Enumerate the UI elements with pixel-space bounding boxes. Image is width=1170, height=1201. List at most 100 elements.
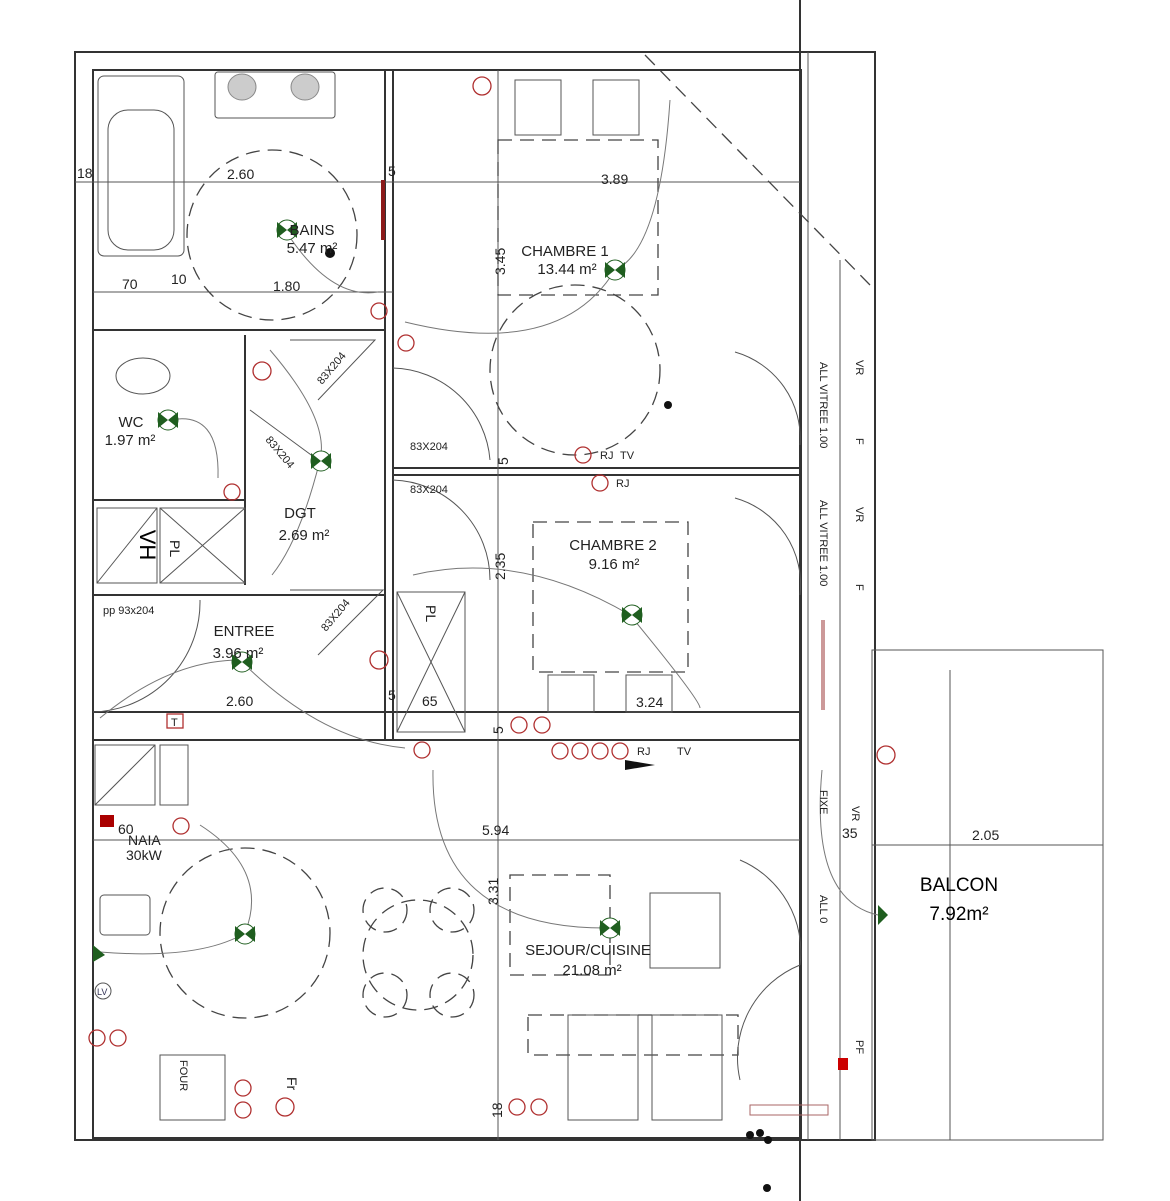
svg-text:3.89: 3.89: [601, 171, 628, 187]
svg-text:VR: VR: [853, 507, 865, 522]
svg-text:VR: VR: [853, 360, 865, 375]
light-icon: [310, 450, 332, 472]
room-name-sejour: SEJOUR/CUISINE: [525, 942, 651, 959]
svg-text:F: F: [853, 584, 865, 591]
fixtures: [94, 71, 829, 1121]
socket-icon: [510, 716, 528, 734]
svg-text:2.35: 2.35: [492, 553, 508, 580]
socket-icon: [591, 474, 609, 492]
svg-text:F: F: [853, 438, 865, 445]
svg-text:PL: PL: [423, 605, 439, 622]
svg-text:83X204: 83X204: [410, 441, 448, 453]
svg-text:RJ: RJ: [616, 478, 629, 490]
socket-icon: [591, 742, 609, 760]
svg-text:T: T: [171, 717, 178, 729]
svg-text:5.94: 5.94: [482, 822, 509, 838]
room-area-bains: 5.47 m²: [287, 240, 338, 257]
room-area-chambre2: 9.16 m²: [589, 556, 640, 573]
light-icon: [234, 923, 256, 945]
socket-icon: [611, 742, 629, 760]
room-area-wc: 1.97 m²: [105, 432, 156, 449]
socket-icon: [234, 1101, 252, 1119]
light-icon: [621, 604, 643, 626]
svg-text:5: 5: [388, 687, 396, 703]
annotations: VH PL PL ALL VITREE 1.00 ALL VITREE 1.00…: [94, 360, 865, 1091]
light-icon: [276, 219, 298, 241]
sink: [214, 71, 336, 119]
svg-text:5: 5: [388, 163, 396, 179]
svg-text:5: 5: [495, 457, 511, 465]
svg-text:10: 10: [171, 271, 187, 287]
svg-text:3.45: 3.45: [492, 248, 508, 275]
svg-text:PF: PF: [853, 1040, 865, 1054]
room-name-bains: BAINS: [289, 222, 334, 239]
svg-text:LV: LV: [97, 987, 107, 997]
svg-text:RJ: RJ: [637, 746, 650, 758]
svg-text:3.24: 3.24: [636, 694, 663, 710]
doors: [92, 54, 871, 1081]
svg-text:pp 93x204: pp 93x204: [103, 605, 154, 617]
socket-icon: [876, 745, 896, 765]
socket-icon: [172, 817, 190, 835]
svg-text:TV: TV: [677, 746, 692, 758]
svg-text:30kW: 30kW: [126, 847, 163, 863]
svg-text:Fr: Fr: [284, 1077, 300, 1091]
socket-icon: [533, 716, 551, 734]
electrical-panel-icon: [838, 1058, 848, 1070]
socket-icon: [234, 1079, 252, 1097]
thermostat-icon: [166, 713, 184, 729]
room-area-sejour: 21.08 m²: [562, 962, 621, 979]
svg-text:18: 18: [77, 165, 93, 181]
socket-icon: [223, 483, 241, 501]
svg-text:PL: PL: [167, 540, 183, 557]
svg-text:2.60: 2.60: [226, 693, 253, 709]
socket-icon: [275, 1097, 295, 1117]
socket-icon: [571, 742, 589, 760]
socket-icon: [397, 334, 415, 352]
svg-text:70: 70: [122, 276, 138, 292]
svg-text:83X204: 83X204: [315, 350, 349, 387]
room-name-chambre1: CHAMBRE 1: [521, 243, 609, 260]
svg-text:FOUR: FOUR: [177, 1060, 189, 1091]
svg-text:FIXE: FIXE: [817, 790, 829, 814]
svg-text:3.31: 3.31: [485, 878, 501, 905]
light-icon: [599, 917, 621, 939]
light-icon: [157, 409, 179, 431]
room-area-dgt: 2.69 m²: [279, 527, 330, 544]
svg-text:NAIA: NAIA: [128, 832, 161, 848]
room-area-entree: 3.96 m²: [213, 645, 264, 662]
room-name-chambre2: CHAMBRE 2: [569, 537, 657, 554]
svg-text:2.05: 2.05: [972, 827, 999, 843]
socket-icon: [88, 1029, 106, 1047]
room-name-entree: ENTREE: [214, 623, 275, 640]
svg-text:RJ: RJ: [600, 450, 613, 462]
socket-icon: [370, 302, 388, 320]
socket-icon: [551, 742, 569, 760]
svg-text:60: 60: [118, 821, 134, 837]
ceiling-lights: [93, 219, 888, 962]
wall-light-icon: [93, 945, 105, 962]
arrow-icon: [625, 760, 655, 770]
svg-text:65: 65: [422, 693, 438, 709]
socket-icon: [252, 361, 272, 381]
room-name-dgt: DGT: [284, 505, 316, 522]
room-name-balcon: BALCON: [920, 875, 998, 896]
svg-text:2.60: 2.60: [227, 166, 254, 182]
toilet: [115, 357, 171, 395]
svg-text:VH: VH: [135, 530, 160, 561]
light-icon: [231, 651, 253, 673]
socket-icon: [508, 1098, 526, 1116]
svg-text:ALL VITREE 1.00: ALL VITREE 1.00: [817, 500, 829, 586]
svg-text:35: 35: [842, 825, 858, 841]
socket-icon: [369, 650, 389, 670]
svg-text:18: 18: [489, 1102, 505, 1118]
socket-icon: [109, 1029, 127, 1047]
room-area-chambre1: 13.44 m²: [537, 261, 596, 278]
svg-text:1.80: 1.80: [273, 278, 300, 294]
svg-text:83X204: 83X204: [319, 597, 353, 634]
room-name-wc: WC: [119, 414, 144, 431]
room-labels: BAINS 5.47 m² CHAMBRE 1 13.44 m² WC 1.97…: [105, 222, 999, 979]
svg-text:TV: TV: [620, 450, 635, 462]
socket-icon: [574, 446, 592, 464]
